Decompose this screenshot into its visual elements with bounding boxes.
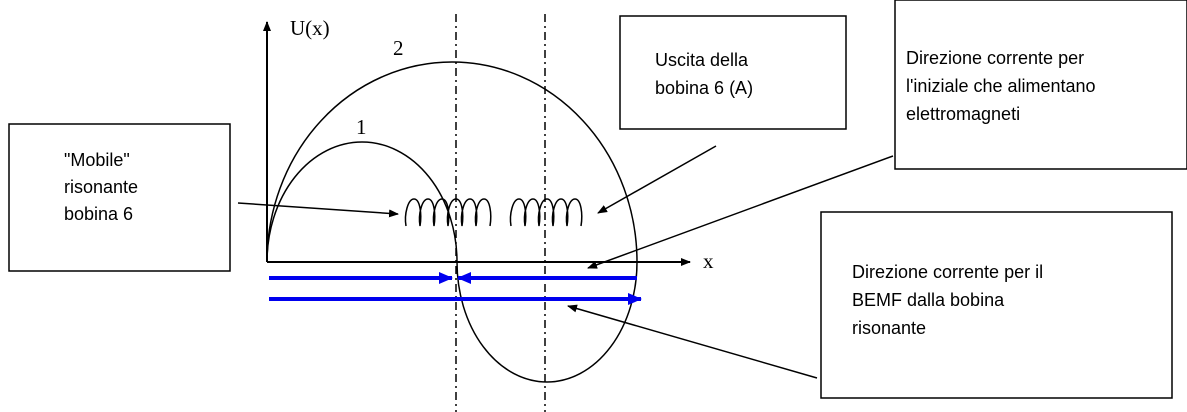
coil-left	[404, 198, 492, 227]
coil-output-callout-arrow	[597, 145, 717, 214]
bemf-current-callout-box	[820, 211, 1173, 399]
mobile-coil-callout-arrow	[237, 202, 399, 218]
initial-current-callout-text: Direzione corrente per l'iniziale che al…	[906, 48, 1101, 124]
coil-right	[509, 198, 583, 227]
mobile-coil-callout-text: "Mobile" risonante bobina 6	[64, 150, 143, 224]
bemf-current-callout-arrow	[567, 304, 818, 379]
mobile-coil-callout-box	[8, 123, 231, 272]
initial-current-callout-box	[894, 0, 1187, 170]
lower-loop	[456, 261, 638, 383]
curve-2	[266, 61, 638, 263]
bemf-current-callout-text: Direzione corrente per il BEMF dalla bob…	[852, 262, 1048, 338]
curve-1	[266, 141, 458, 263]
coil-output-callout-text: Uscita della bobina 6 (A)	[655, 50, 753, 98]
y-axis-label: U(x)	[290, 16, 330, 40]
coil-output-callout-box	[619, 15, 847, 130]
initial-current-callout-arrow	[587, 155, 894, 269]
curve-1-label: 1	[356, 115, 367, 139]
curve-2-label: 2	[393, 36, 404, 60]
x-axis-label: x	[703, 249, 714, 273]
